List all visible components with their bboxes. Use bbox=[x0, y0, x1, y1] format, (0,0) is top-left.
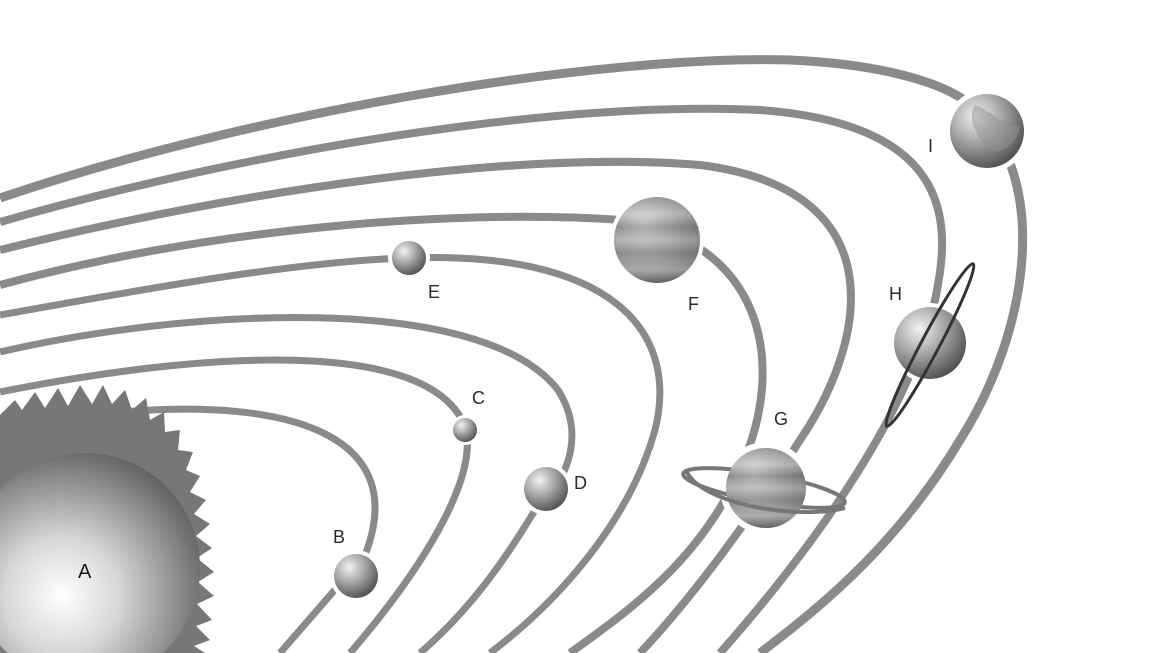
label-g: G bbox=[774, 409, 788, 429]
planet-d-body bbox=[524, 467, 568, 511]
planet-b-body bbox=[334, 554, 378, 598]
planet-e: E bbox=[388, 237, 440, 302]
label-d: D bbox=[574, 473, 587, 493]
label-f: F bbox=[688, 294, 699, 314]
planet-f-shade bbox=[614, 197, 700, 283]
planet-e-body bbox=[392, 241, 426, 275]
label-e: E bbox=[428, 282, 440, 302]
planet-i: I bbox=[928, 89, 1029, 173]
planet-c-body bbox=[453, 418, 477, 442]
label-h: H bbox=[889, 284, 902, 304]
planet-g-shade bbox=[726, 448, 806, 528]
label-a: A bbox=[78, 561, 92, 583]
label-b: B bbox=[333, 527, 345, 547]
label-c: C bbox=[472, 388, 485, 408]
planet-g: G bbox=[681, 409, 847, 534]
planet-c: C bbox=[450, 388, 485, 445]
label-i: I bbox=[928, 136, 933, 156]
planet-d: D bbox=[520, 463, 587, 515]
planet-f: F bbox=[610, 193, 704, 314]
sun-a: A bbox=[0, 385, 214, 653]
